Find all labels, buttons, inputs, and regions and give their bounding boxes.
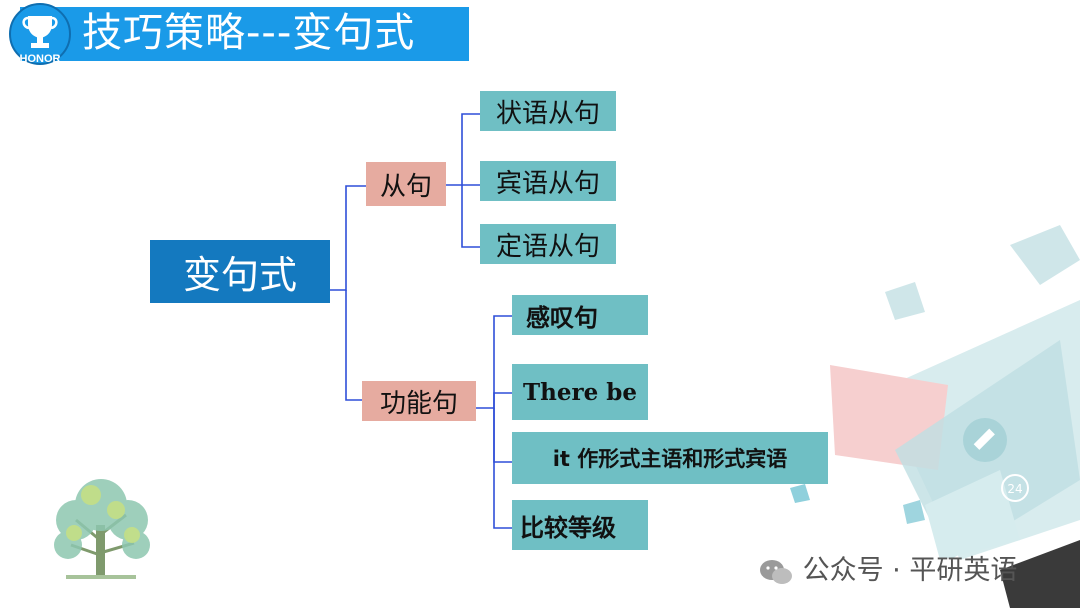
page-title: 技巧策略---变句式 (82, 10, 416, 56)
watermark-text: 公众号 · 平研英语 (802, 555, 1018, 586)
leaf-node-adverbial-clause: 状语从句 (480, 91, 616, 131)
branch-node-functional-sentences: 功能句 (362, 381, 476, 421)
leaf-node-attributive-clause: 定语从句 (480, 224, 616, 264)
leaf-node-exclamatory: 感叹句 (512, 295, 648, 335)
leaf-node-object-clause: 宾语从句 (480, 161, 616, 201)
svg-text:HONOR: HONOR (20, 53, 61, 65)
trophy-icon: HONOR (9, 3, 71, 65)
pencil-icon (963, 418, 1007, 462)
leaf-node-formal-subject-object: it 作形式主语和形式宾语 (512, 432, 828, 484)
tree-illustration (54, 479, 150, 579)
leaf-node-comparison: 比较等级 (512, 500, 648, 550)
page-number-badge: 24 (1001, 474, 1029, 502)
branch-node-clauses: 从句 (366, 162, 446, 206)
wechat-icon (758, 558, 794, 586)
watermark: 公众号 · 平研英语 (758, 548, 1017, 587)
svg-text:24: 24 (1007, 482, 1022, 496)
root-node: 变句式 (150, 240, 330, 303)
leaf-node-there-be: There be (512, 364, 648, 420)
title-bar (20, 7, 469, 61)
